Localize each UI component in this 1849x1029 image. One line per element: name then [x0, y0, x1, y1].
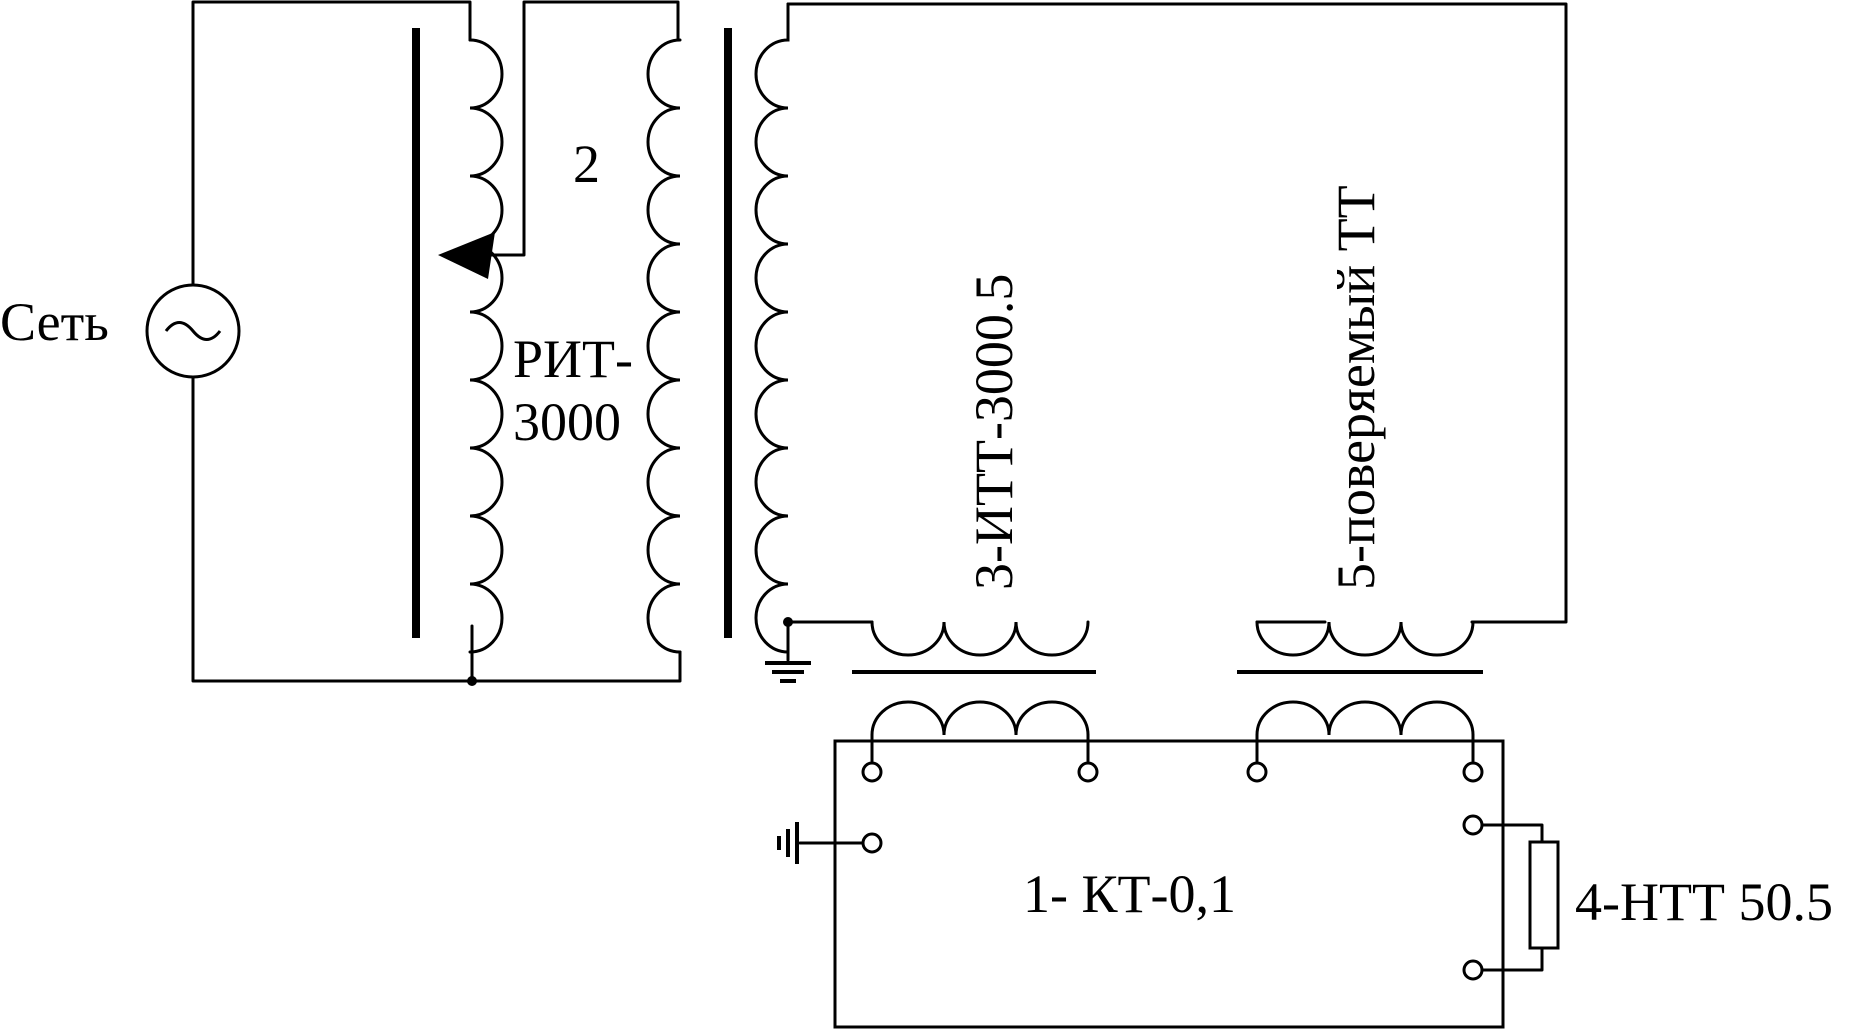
loading-transformer-winding	[754, 2, 790, 654]
slider-arrow-icon	[438, 232, 495, 279]
autotransformer-number: 2	[573, 134, 600, 194]
burden-wire-bottom	[1480, 946, 1544, 972]
tested-ct-primary	[1255, 620, 1475, 657]
comparator-terminal-2	[1077, 761, 1099, 783]
primary-loop-wire	[786, 2, 1568, 624]
ac-source	[145, 283, 241, 379]
ground-icon-top	[765, 620, 811, 683]
comparator-terminal-1	[861, 761, 883, 783]
comparator-burden-terminal-top	[1462, 814, 1484, 836]
slider-wire	[458, 0, 680, 257]
burden-label: 4-НТТ 50.5	[1575, 872, 1833, 932]
rit-output-bottom-wire	[470, 650, 682, 683]
burden-wire-top	[1480, 823, 1544, 844]
rit-output-winding	[646, 38, 682, 654]
sine-icon	[164, 321, 222, 341]
tested-ct-label: 5-поверяемый ТТ	[1326, 185, 1386, 590]
source-wire-top	[191, 0, 472, 287]
comparator-ground-terminal	[861, 832, 883, 854]
autotransformer-name-line1: РИТ-	[513, 329, 633, 389]
autotransformer-winding	[468, 38, 504, 654]
reference-ct-label: 3-ИТТ-3000.5	[964, 274, 1024, 590]
comparator-label: 1- КТ-0,1	[1023, 864, 1236, 924]
reference-ct-secondary	[870, 700, 1090, 737]
comparator-burden-terminal-bottom	[1462, 959, 1484, 981]
autotransformer-name-line2: 3000	[513, 392, 621, 452]
reference-ct-primary	[870, 620, 1090, 657]
burden-resistor	[1528, 840, 1560, 950]
ground-icon-comparator	[777, 822, 865, 864]
source-wire-bottom	[191, 375, 474, 683]
comparator-terminal-3	[1246, 761, 1268, 783]
network-label: Сеть	[0, 292, 109, 352]
junction-dot-left	[467, 676, 477, 686]
comparator-terminal-4	[1462, 761, 1484, 783]
tested-ct-secondary	[1255, 700, 1475, 737]
comparator-box	[833, 739, 1505, 1029]
